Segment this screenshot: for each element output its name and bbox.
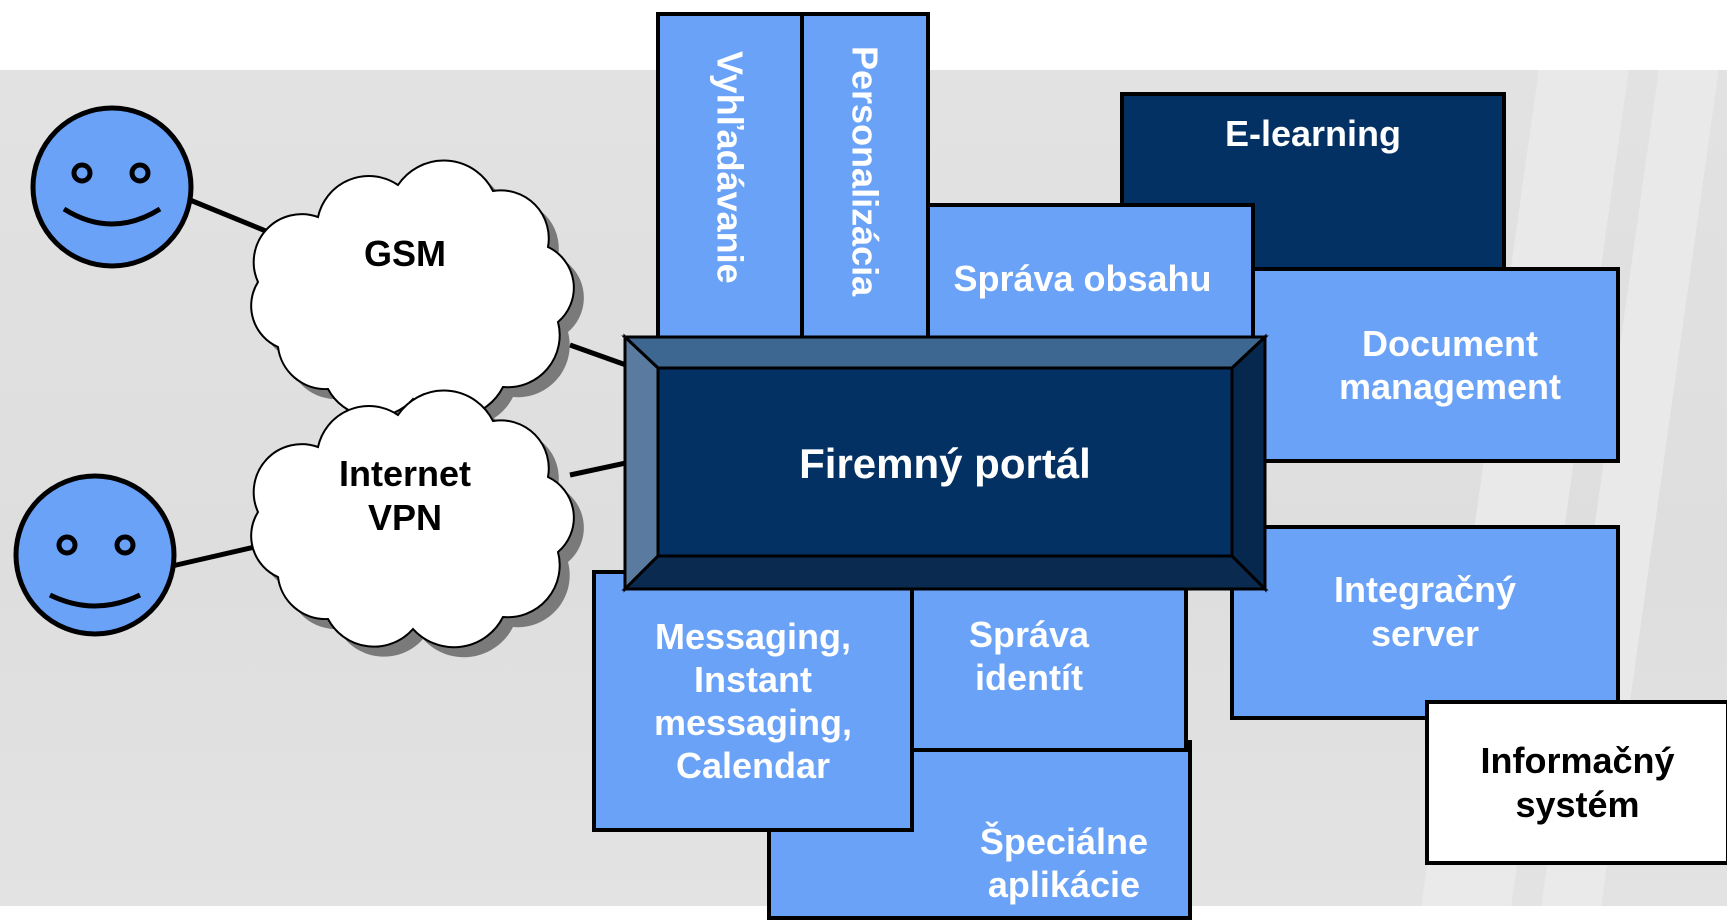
portal-label: Firemný portál	[799, 440, 1091, 487]
user-smiley-icon	[13, 473, 177, 637]
network-internet-vpn-label: Internet VPN	[338, 453, 471, 538]
module-sprava-identit: Správa identít	[900, 560, 1188, 752]
module-informacny-system: Informačný systém	[1425, 700, 1727, 865]
module-personalizacia: Personalizácia	[800, 12, 930, 372]
module-vyhladavanie: Vyhľadávanie	[656, 12, 804, 372]
user-smiley-icon	[30, 105, 194, 269]
module-messaging: Messaging, Instant messaging, Calendar	[592, 570, 914, 832]
network-gsm-label: GSM	[363, 233, 446, 274]
